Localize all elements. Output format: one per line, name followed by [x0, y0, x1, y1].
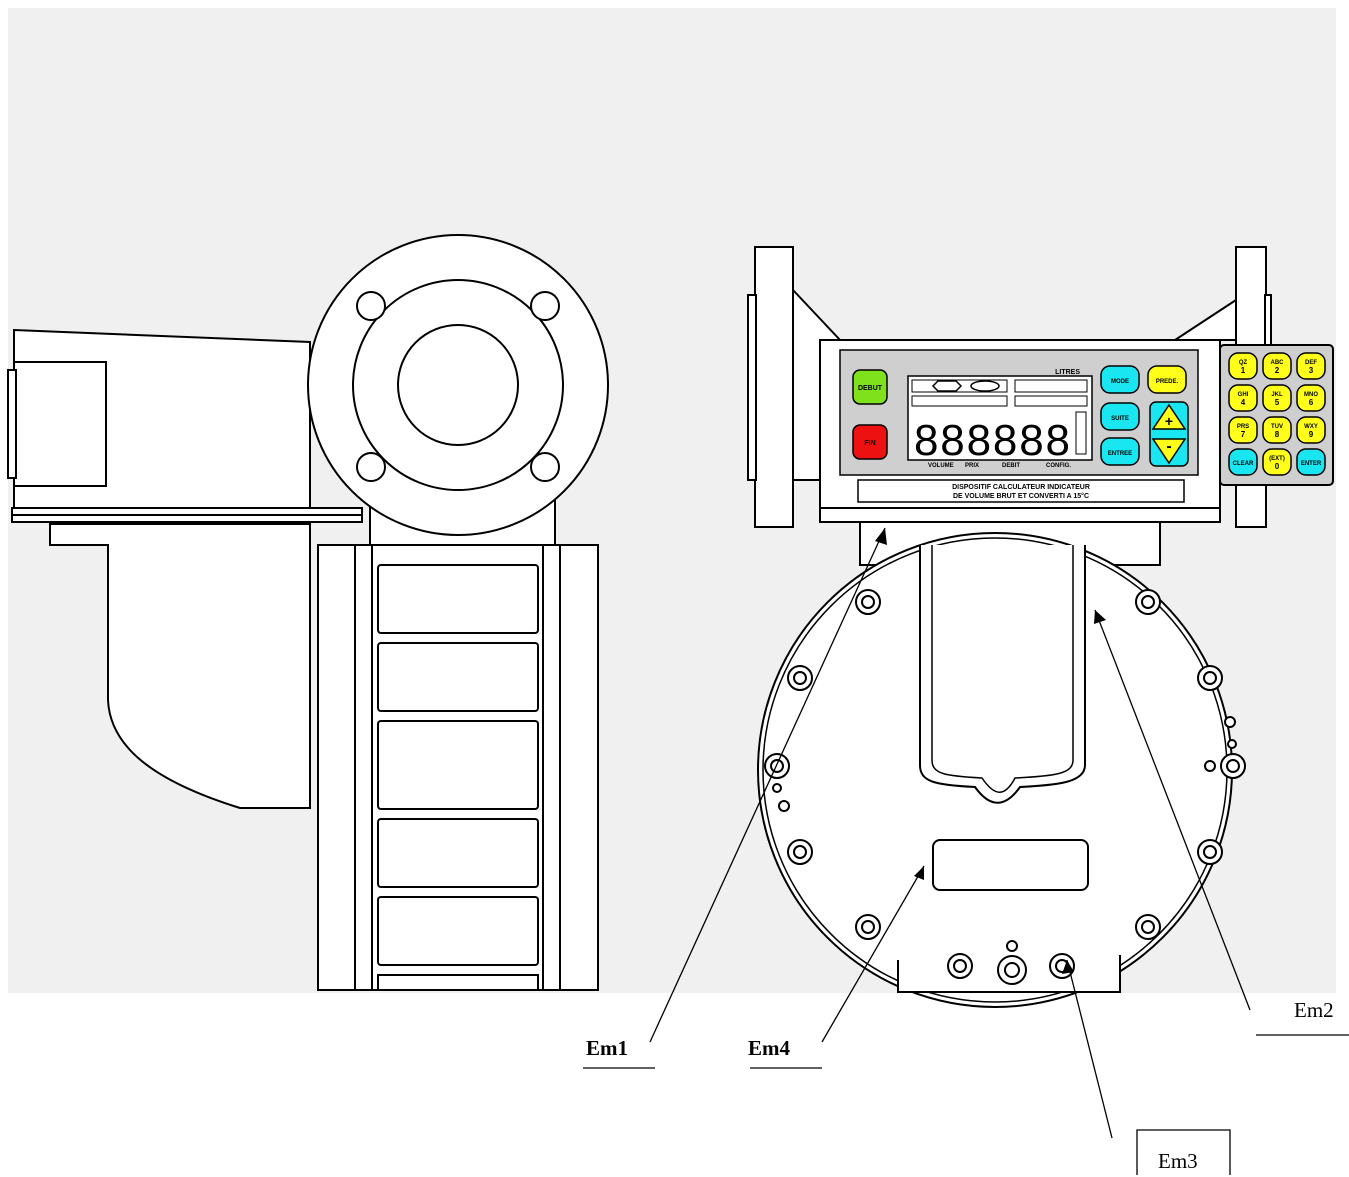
keypad-key[interactable] — [1228, 416, 1258, 444]
lcd-debit-label: DEBIT — [1002, 463, 1020, 469]
lcd-litres-label: LITRES — [1055, 369, 1080, 376]
keypad-key-letters: JKL — [1271, 392, 1283, 398]
callout-lines — [583, 527, 1349, 1175]
debut-button[interactable] — [852, 369, 888, 405]
lcd-prix-label: PRIX — [965, 463, 979, 469]
prede-label: PREDE. — [1156, 379, 1179, 385]
front-view — [747, 246, 1334, 1008]
keypad-key-number: 3 — [1309, 366, 1314, 375]
em2-label: Em2 — [1294, 998, 1334, 1022]
keypad-key-letters: GHI — [1238, 392, 1249, 398]
flange-bolt-hole — [530, 452, 560, 482]
column-rib — [377, 564, 539, 634]
column-rib — [377, 720, 539, 810]
prede-button[interactable] — [1147, 365, 1187, 394]
keypad-key-number: 5 — [1275, 398, 1280, 407]
lcd-config-label: CONFIG. — [1046, 463, 1071, 469]
lcd-digits: 888888 — [914, 416, 1072, 465]
keypad-key-letters: CLEAR — [1233, 461, 1254, 467]
plate-line-1: DISPOSITIF CALCULATEUR INDICATEUR — [952, 484, 1090, 491]
keypad-key[interactable] — [1296, 416, 1326, 444]
side-head-lip — [7, 369, 17, 479]
keypad-key[interactable] — [1262, 448, 1292, 476]
keypad-key-letters: QZ — [1239, 360, 1248, 366]
keypad-key-letters: ENTER — [1301, 461, 1322, 467]
keypad-key-letters: PRS — [1237, 424, 1249, 430]
keypad-key-letters: TUV — [1271, 424, 1283, 430]
keypad-key[interactable] — [1296, 384, 1326, 412]
flange-bolt-hole — [356, 452, 386, 482]
keypad-key[interactable] — [1262, 352, 1292, 380]
flange-bolt-hole — [356, 291, 386, 321]
keypad-key-letters: WXY — [1304, 424, 1318, 430]
minus-label: - — [1166, 438, 1171, 455]
em3-box — [1136, 1129, 1231, 1175]
side-head-window — [13, 361, 107, 487]
debut-label: DEBUT — [858, 385, 883, 392]
suite-button[interactable] — [1100, 402, 1140, 431]
em2-leader — [1094, 609, 1251, 1011]
plus-triangle — [1151, 403, 1187, 430]
entree-label: ENTREE — [1108, 451, 1132, 457]
keypad-key-number: 0 — [1275, 462, 1280, 471]
keypad-key[interactable] — [1228, 448, 1258, 476]
left-pipe-flange — [754, 246, 794, 528]
keypad-key-number: 7 — [1241, 430, 1246, 439]
keypad-key-number: 8 — [1275, 430, 1280, 439]
suite-label: SUITE — [1111, 416, 1129, 422]
keypad-key[interactable] — [1262, 416, 1292, 444]
side-lower-body — [49, 523, 311, 809]
em1-leader — [649, 527, 886, 1043]
keypad-key-number: 2 — [1275, 366, 1280, 375]
description-plate — [857, 479, 1185, 503]
mode-label: MODE — [1111, 379, 1129, 385]
keypad-key[interactable] — [1296, 448, 1326, 476]
em3-leader — [1066, 959, 1113, 1139]
keypad-key[interactable] — [1262, 384, 1292, 412]
fin-label: FIN — [864, 440, 875, 447]
side-view — [7, 234, 609, 991]
keypad-key-number: 1 — [1241, 366, 1246, 375]
em3-label: Em3 — [1158, 1149, 1198, 1173]
keypad-key-number: 4 — [1241, 398, 1246, 407]
flange-bolt-hole — [530, 291, 560, 321]
keypad-key[interactable] — [1296, 352, 1326, 380]
mode-button[interactable] — [1100, 365, 1140, 394]
keypad-key-letters: ABC — [1271, 360, 1285, 366]
plus-label: + — [1165, 413, 1173, 429]
keypad-key[interactable] — [1228, 384, 1258, 412]
keypad-key-number: 9 — [1309, 430, 1314, 439]
column-rib — [377, 642, 539, 712]
column-rib — [377, 896, 539, 966]
lcd-volume-label: VOLUME — [928, 463, 954, 469]
entree-button[interactable] — [1100, 437, 1140, 466]
em4-leader — [821, 865, 925, 1043]
plate-line-2: DE VOLUME BRUT ET CONVERTI A 15°C — [953, 492, 1089, 500]
em4-label: Em4 — [748, 1036, 791, 1060]
em1-label: Em1 — [586, 1036, 628, 1060]
keypad-key-letters: DEF — [1305, 360, 1317, 366]
callout-arrowheads — [875, 528, 1106, 974]
keypad-key-number: 6 — [1309, 398, 1314, 407]
body-bolts — [764, 589, 1246, 985]
body-name-plate — [932, 839, 1089, 891]
fin-button[interactable] — [852, 424, 888, 460]
keypad-key-letters: (EXT) — [1269, 456, 1285, 462]
column-rib — [377, 818, 539, 888]
minus-triangle — [1151, 438, 1187, 465]
keypad-key-letters: MNO — [1304, 392, 1318, 398]
keypad-key[interactable] — [1228, 352, 1258, 380]
